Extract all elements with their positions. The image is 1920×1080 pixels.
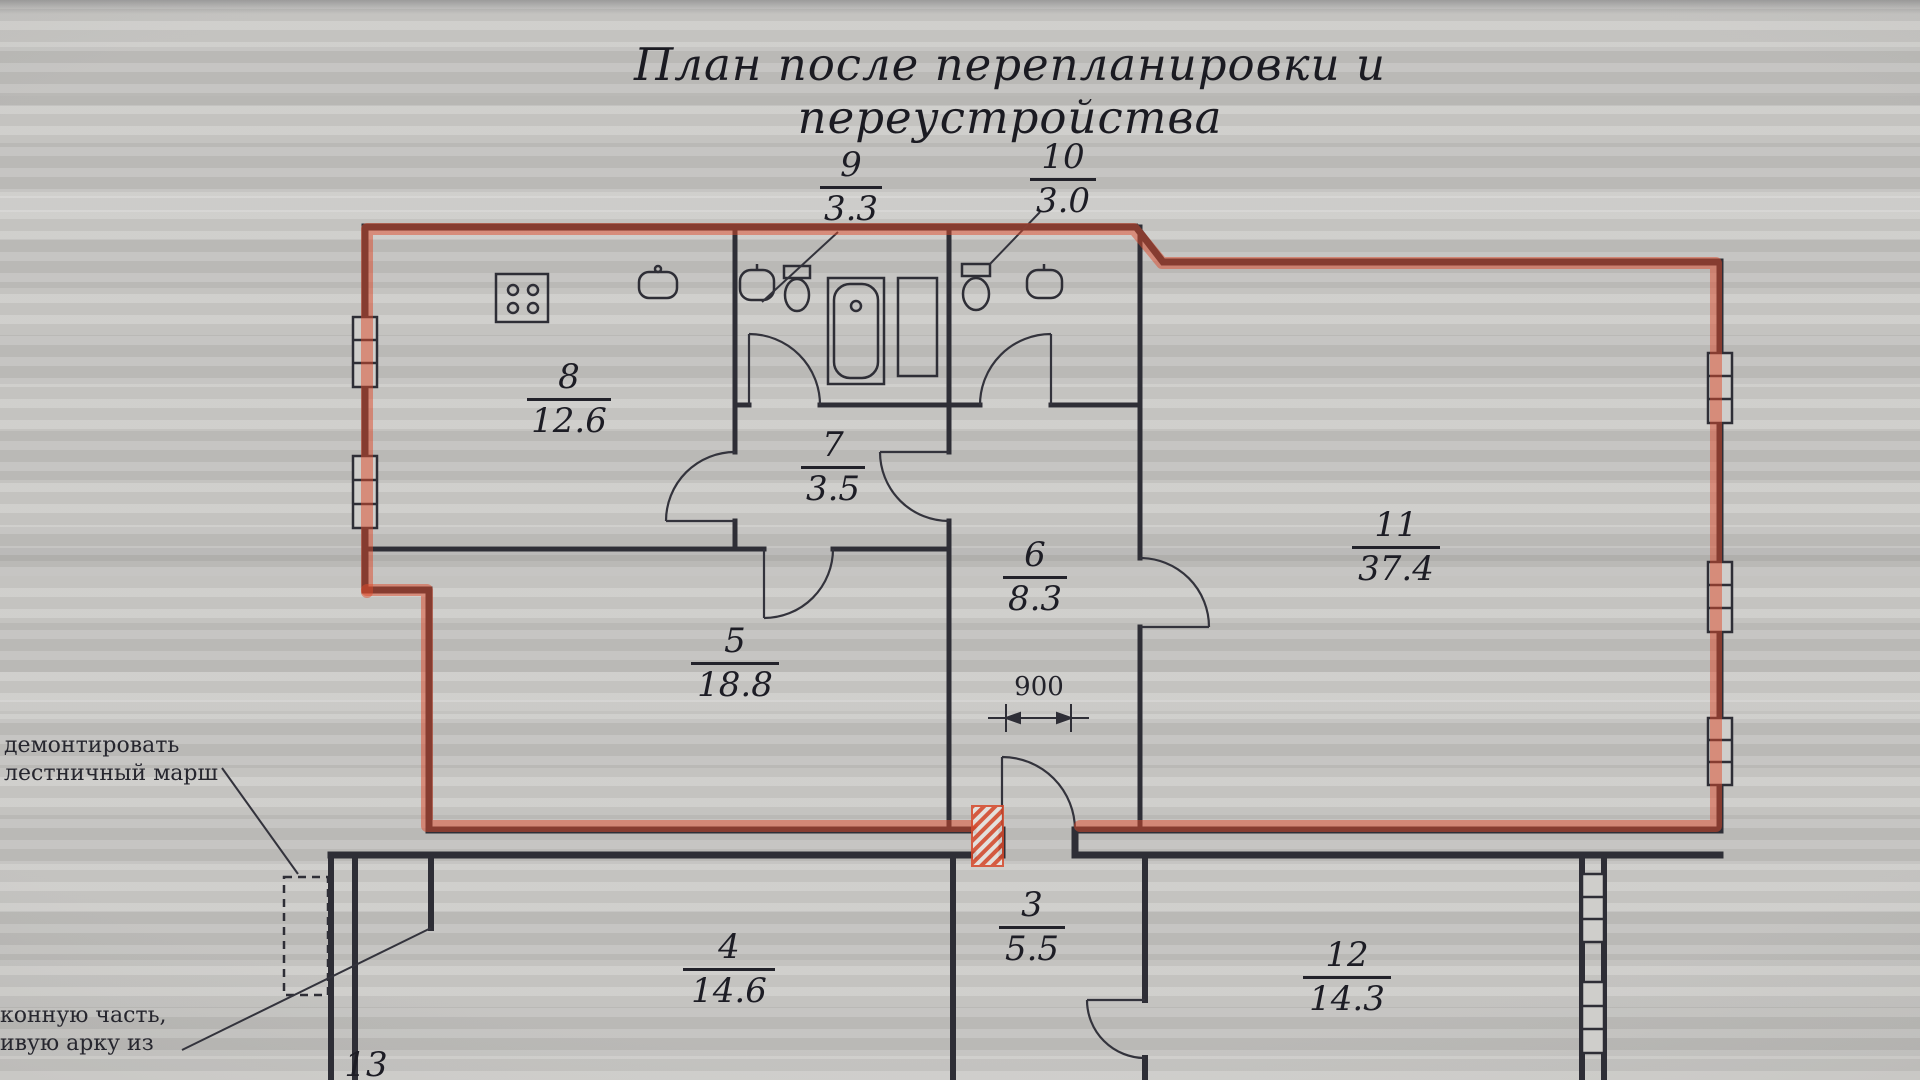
room-area: 3.5: [805, 469, 861, 510]
door-swing: [1085, 998, 1146, 1060]
fraction-bar: [801, 466, 865, 470]
red-marker-outline: [361, 584, 978, 832]
annotation-cutoff: конную часть, ивую арку из: [0, 1002, 167, 1058]
door-swing: [878, 450, 950, 523]
fraction-bar: [999, 926, 1065, 930]
room-label-7: 7 3.5: [801, 425, 865, 510]
room-area: 3.3: [823, 189, 879, 230]
vent-shaft: [896, 276, 939, 378]
door-swing: [1139, 556, 1211, 629]
dimension-group: [988, 704, 1089, 732]
toilet-icon: [960, 262, 992, 312]
room-number: 10: [1041, 137, 1085, 177]
room-area: 14.6: [691, 971, 767, 1012]
room-label-5: 5 18.8: [691, 621, 779, 706]
room-number: 3: [1021, 885, 1043, 925]
annotation-line: конную часть,: [0, 1003, 167, 1028]
room-number: 12: [1325, 935, 1369, 975]
room-area: 14.3: [1309, 979, 1385, 1020]
new-wall-hatch: [971, 805, 1004, 867]
stair-dashed-group: [282, 875, 330, 997]
fraction-bar: [691, 662, 779, 666]
dimension-label: 900: [1014, 672, 1064, 702]
stove-icon: [494, 272, 550, 324]
room-number: 6: [1024, 535, 1046, 575]
doors-group: [664, 332, 1211, 1060]
fraction-bar: [527, 398, 611, 402]
door-swing: [1000, 755, 1077, 831]
leader-line: [181, 927, 432, 1051]
fraction-bar: [1030, 178, 1096, 182]
interior-walls: [362, 224, 1143, 833]
room-area: 8.3: [1007, 579, 1063, 620]
red-marker-group: [361, 223, 1722, 832]
page-title: План после перепланировки и переустройст…: [634, 38, 1386, 144]
dim-arrow: [1003, 711, 1021, 725]
room-label-12: 12 14.3: [1303, 935, 1391, 1020]
bathtub-icon: [826, 276, 886, 386]
fraction-bar: [683, 968, 775, 972]
door-swing: [978, 332, 1053, 406]
fraction-bar: [1003, 576, 1067, 580]
room-number: 9: [840, 145, 862, 185]
room-area: 3.0: [1035, 181, 1091, 222]
leader-line: [221, 767, 299, 875]
fraction-bar: [1303, 976, 1391, 980]
kitchen-sink-icon: [637, 264, 679, 300]
room-label-9: 9 3.3: [820, 145, 882, 230]
room-number: 11: [1374, 505, 1418, 545]
room-number: 7: [822, 425, 844, 465]
room-label-6: 6 8.3: [1003, 535, 1067, 620]
room-number: 5: [724, 621, 746, 661]
room-label-13: 13: [344, 1045, 388, 1080]
fraction-bar: [820, 186, 882, 190]
room-label-3: 3 5.5: [999, 885, 1065, 970]
washbasin-icon: [738, 264, 776, 302]
leader-lines-group: [181, 211, 1041, 1051]
room-label-11: 11 37.4: [1352, 505, 1440, 590]
lower-flat-walls: [328, 852, 1607, 1080]
room-label-10: 10 3.0: [1030, 137, 1096, 222]
room-number: 4: [718, 927, 740, 967]
window-icon: [1580, 872, 1606, 944]
door-swing: [762, 548, 835, 620]
room-label-4: 4 14.6: [683, 927, 775, 1012]
toilet-icon: [782, 264, 812, 313]
leader-line: [989, 211, 1041, 265]
door-swing: [747, 332, 822, 406]
room-area: 18.8: [697, 665, 773, 706]
room-label-8: 8 12.6: [527, 357, 611, 442]
room-area: 5.5: [1004, 929, 1060, 970]
leader-line: [761, 231, 839, 303]
annotation-line: лестничный марш: [4, 761, 218, 787]
annotation-line: демонтировать: [4, 733, 180, 758]
annotation-line: ивую арку из: [0, 1031, 154, 1057]
washbasin-icon: [1025, 264, 1064, 300]
fixtures-group: [494, 262, 1064, 386]
red-marker-outline: [361, 223, 1722, 832]
window-icon: [1580, 980, 1606, 1055]
room-number: 8: [558, 357, 580, 397]
room-area: 12.6: [531, 401, 607, 442]
annotation-demolish: демонтировать лестничный марш: [4, 732, 218, 788]
dim-arrow: [1056, 711, 1074, 725]
fraction-bar: [1352, 546, 1440, 550]
door-swing: [664, 450, 736, 523]
demolished-stair-outline: [282, 875, 330, 997]
room-number: 13: [344, 1045, 388, 1080]
room-area: 37.4: [1358, 549, 1434, 590]
